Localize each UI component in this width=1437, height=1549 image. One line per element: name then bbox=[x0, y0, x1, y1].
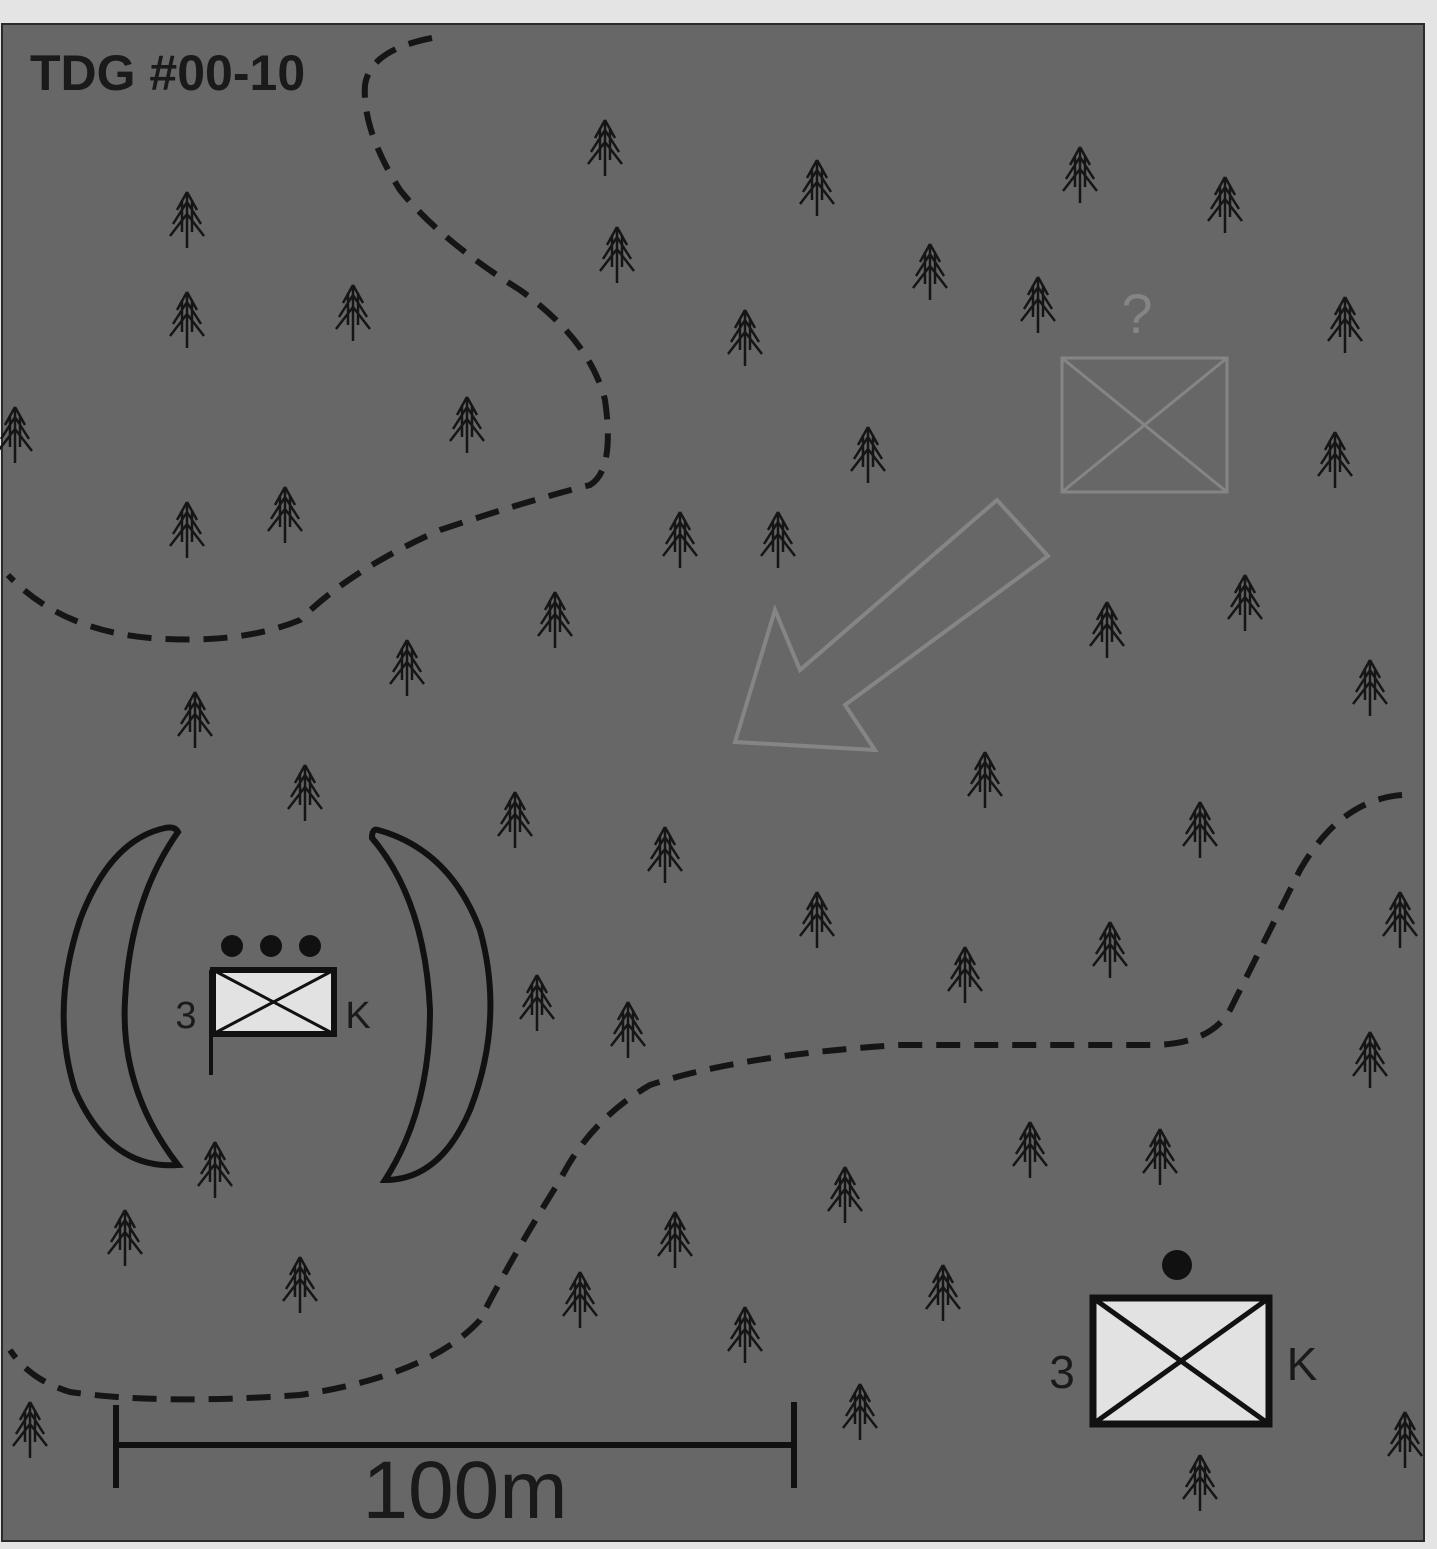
tree-icon bbox=[1207, 176, 1243, 233]
tree-icon bbox=[1142, 1128, 1178, 1185]
tree-icon bbox=[1327, 296, 1363, 353]
forest-trees bbox=[0, 119, 1423, 1511]
tree-icon bbox=[267, 486, 303, 543]
dashed-boundary-north bbox=[5, 35, 611, 643]
tree-icon bbox=[562, 1271, 598, 1328]
tree-icon bbox=[662, 511, 698, 568]
tree-icon bbox=[760, 511, 796, 568]
tree-icon bbox=[925, 1264, 961, 1321]
tree-icon bbox=[599, 226, 635, 283]
tree-icon bbox=[799, 159, 835, 216]
tree-icon bbox=[1062, 146, 1098, 203]
tree-icon bbox=[389, 639, 425, 696]
dashed-boundary-south bbox=[7, 792, 1403, 1403]
tree-icon bbox=[1092, 921, 1128, 978]
tree-icon bbox=[177, 691, 213, 748]
tree-icon bbox=[1182, 801, 1218, 858]
platoon-right-label: K bbox=[345, 995, 370, 1037]
tree-icon bbox=[197, 1141, 233, 1198]
friendly-squad-symbol: 3 K bbox=[1049, 1250, 1318, 1428]
tree-icon bbox=[1317, 431, 1353, 488]
tree-icon bbox=[827, 1166, 863, 1223]
battle-position-left bbox=[60, 824, 184, 1169]
tree-icon bbox=[657, 1211, 693, 1268]
map-title: TDG #00-10 bbox=[30, 45, 305, 101]
enemy-unknown-unit: ? bbox=[1060, 282, 1229, 494]
tree-icon bbox=[537, 591, 573, 648]
tree-icon bbox=[497, 791, 533, 848]
tree-icon bbox=[1387, 1411, 1423, 1468]
enemy-unknown-label: ? bbox=[1121, 282, 1152, 345]
tree-icon bbox=[967, 751, 1003, 808]
scale-bar: 100m bbox=[113, 1402, 797, 1536]
tree-icon bbox=[647, 826, 683, 883]
tree-icon bbox=[799, 891, 835, 948]
enemy-attack-arrow-icon bbox=[732, 497, 1051, 753]
tree-icon bbox=[727, 309, 763, 366]
tree-icon bbox=[519, 974, 555, 1031]
tree-icon bbox=[1020, 276, 1056, 333]
tree-icon bbox=[912, 243, 948, 300]
tree-icon bbox=[610, 1001, 646, 1058]
tree-icon bbox=[587, 119, 623, 176]
tree-icon bbox=[850, 426, 886, 483]
squad-right-label: K bbox=[1287, 1338, 1318, 1390]
tree-icon bbox=[12, 1401, 48, 1458]
tree-icon bbox=[0, 406, 33, 463]
tree-icon bbox=[1012, 1121, 1048, 1178]
tree-icon bbox=[169, 191, 205, 248]
tree-icon bbox=[947, 946, 983, 1003]
platoon-left-label: 3 bbox=[175, 995, 196, 1037]
map-terrain bbox=[1, 23, 1425, 1542]
tree-icon bbox=[1089, 601, 1125, 658]
squad-left-label: 3 bbox=[1049, 1346, 1075, 1398]
tree-icon bbox=[169, 501, 205, 558]
scale-label: 100m bbox=[362, 1445, 567, 1536]
tree-icon bbox=[1352, 1031, 1388, 1088]
friendly-platoon-symbol: 3 K bbox=[175, 935, 371, 1075]
tree-icon bbox=[1227, 574, 1263, 631]
tree-icon bbox=[1182, 1454, 1218, 1511]
tree-icon bbox=[1382, 891, 1418, 948]
tree-icon bbox=[169, 291, 205, 348]
tree-icon bbox=[335, 284, 371, 341]
battle-position-right bbox=[368, 826, 494, 1184]
tree-icon bbox=[449, 396, 485, 453]
tree-icon bbox=[727, 1306, 763, 1363]
tree-icon bbox=[287, 764, 323, 821]
tree-icon bbox=[842, 1383, 878, 1440]
tree-icon bbox=[282, 1256, 318, 1313]
tree-icon bbox=[1352, 659, 1388, 716]
tree-icon bbox=[107, 1209, 143, 1266]
